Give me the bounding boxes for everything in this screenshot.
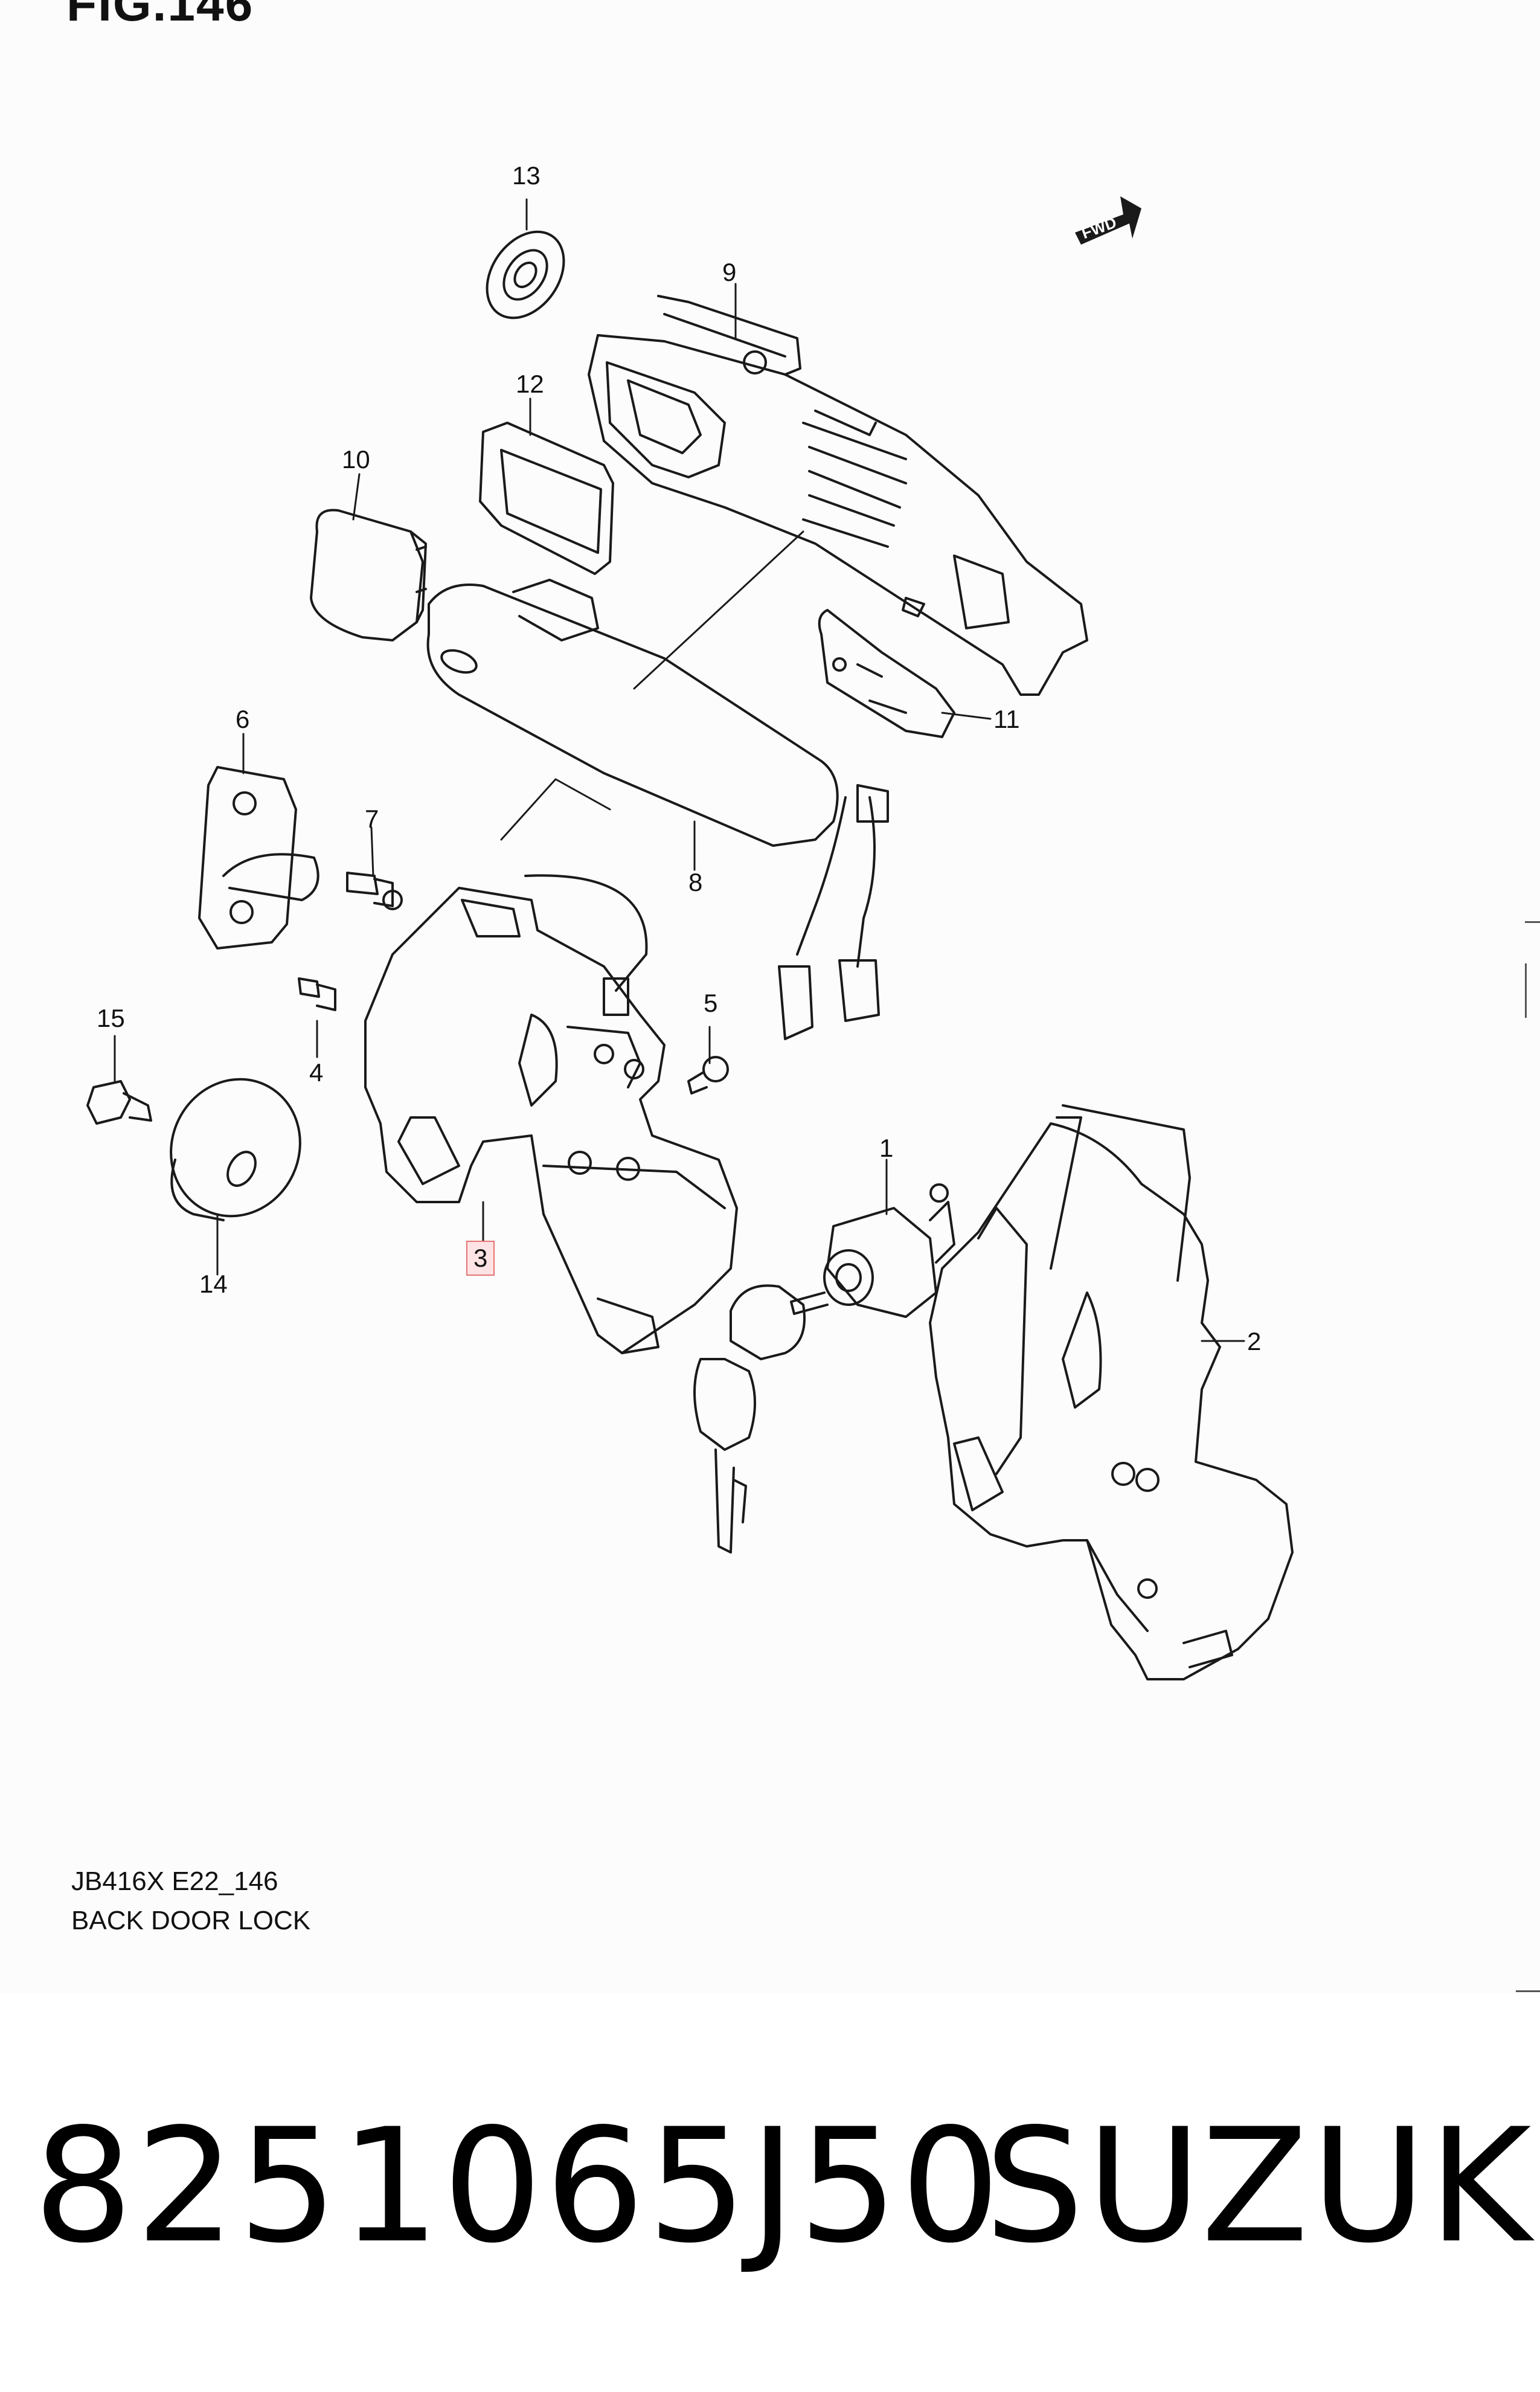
diagram-code: JB416X E22_146 xyxy=(71,1866,278,1896)
part-13-grommet xyxy=(486,230,565,320)
callout-3-highlighted[interactable]: 3 xyxy=(466,1241,495,1276)
part-14-bumper xyxy=(170,1078,301,1221)
callout-5: 5 xyxy=(704,989,718,1017)
callout-15: 15 xyxy=(97,1004,125,1032)
diagram-title: BACK DOOR LOCK xyxy=(71,1906,311,1935)
callout-2: 2 xyxy=(1247,1327,1262,1355)
part-10-cap xyxy=(310,509,427,641)
part-7-screw xyxy=(346,872,403,910)
callout-11: 11 xyxy=(993,705,1020,733)
brand-name: SUZUKI xyxy=(984,2095,1540,2278)
part-3-lock-assembly xyxy=(364,874,738,1354)
parts-diagram: FIG.146 FWD xyxy=(66,0,1540,1992)
part-12-gasket xyxy=(479,422,614,575)
callout-1: 1 xyxy=(879,1134,894,1162)
part-8-outside-handle xyxy=(426,579,889,1040)
edge-tick xyxy=(1525,921,1540,923)
figure-header: FIG.146 xyxy=(66,0,254,31)
part-6-striker xyxy=(198,766,319,950)
callout-7: 7 xyxy=(365,805,379,833)
callout-9: 9 xyxy=(722,258,737,286)
part-2-lock-actuator xyxy=(929,1104,1294,1680)
part-1-key-cylinder xyxy=(693,1183,955,1554)
leader-lines xyxy=(114,198,1245,1342)
fwd-arrow-icon: FWD xyxy=(1075,196,1141,245)
callout-12: 12 xyxy=(516,370,544,398)
fwd-label: FWD xyxy=(1079,213,1119,242)
callout-6: 6 xyxy=(236,705,250,733)
callout-10: 10 xyxy=(342,445,370,474)
edge-tick xyxy=(1516,1990,1540,1992)
callout-4: 4 xyxy=(309,1058,324,1087)
footer xyxy=(0,1993,1540,2392)
part-15-bolt xyxy=(86,1080,152,1125)
callout-13: 13 xyxy=(512,161,541,190)
part-11-seal xyxy=(818,609,955,738)
edge-tick xyxy=(1525,963,1527,1018)
part-9-handle-bracket xyxy=(588,295,1088,696)
callout-14: 14 xyxy=(199,1270,228,1298)
part-4-screw xyxy=(298,977,336,1011)
part-5-screw xyxy=(687,1056,729,1095)
exploded-view-drawing: FWD xyxy=(86,196,1294,1680)
part-number: 8251065J50 xyxy=(33,2095,1003,2278)
callout-8: 8 xyxy=(688,868,703,896)
